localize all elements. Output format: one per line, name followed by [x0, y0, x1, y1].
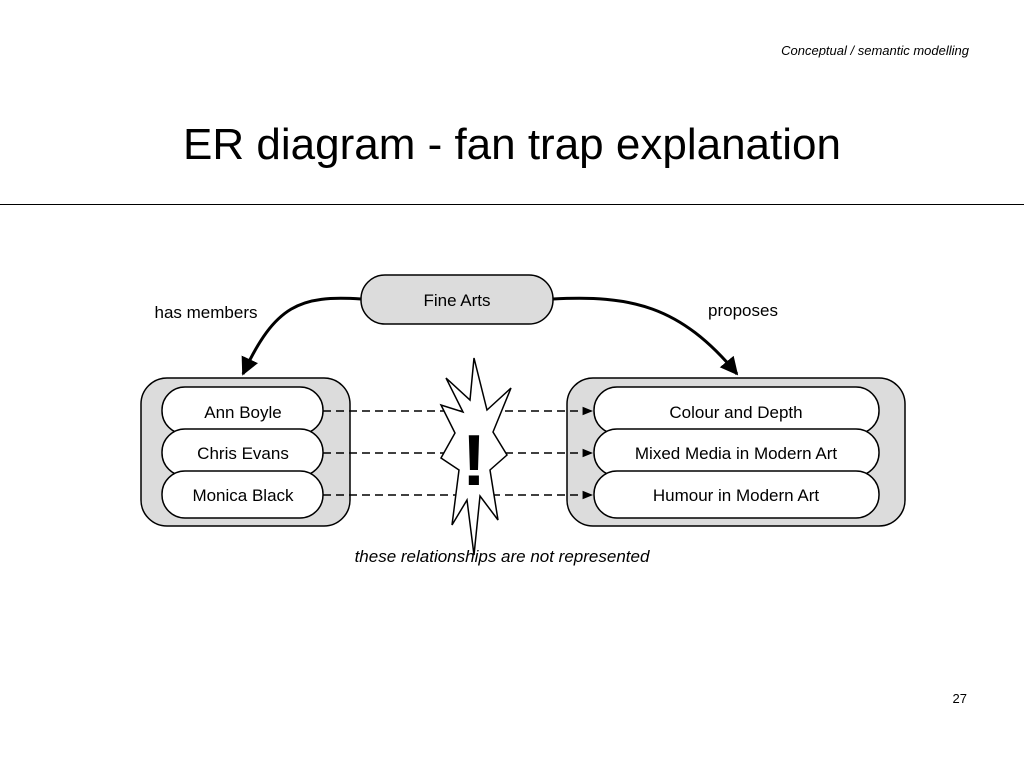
page-number: 27	[952, 691, 967, 706]
proposes-label: proposes	[708, 301, 778, 320]
has-members-arrow	[241, 296, 362, 376]
exclamation-mark: !	[462, 421, 486, 501]
proposal-occurrence: Humour in Modern Art	[593, 470, 880, 519]
fine-arts-entity: Fine Arts	[360, 274, 554, 325]
title-divider	[0, 204, 1024, 205]
members-entity: Ann Boyle Chris Evans Monica Black	[140, 377, 351, 527]
fine-arts-label: Fine Arts	[423, 291, 490, 310]
proposal-occurrence: Colour and Depth	[593, 386, 880, 435]
slide-title: ER diagram - fan trap explanation	[183, 120, 841, 169]
section-label: Conceptual / semantic modelling	[781, 43, 969, 58]
proposal-occurrence: Mixed Media in Modern Art	[593, 428, 880, 477]
member-occurrence: Monica Black	[161, 470, 324, 519]
member-name: Chris Evans	[197, 444, 289, 463]
proposes-arrow	[552, 296, 739, 376]
proposal-title: Mixed Media in Modern Art	[635, 444, 837, 463]
member-occurrence: Chris Evans	[161, 428, 324, 477]
member-occurrence: Ann Boyle	[161, 386, 324, 435]
proposal-title: Humour in Modern Art	[653, 486, 820, 505]
has-members-label: has members	[155, 303, 258, 322]
proposals-entity: Colour and Depth Mixed Media in Modern A…	[566, 377, 906, 527]
proposal-title: Colour and Depth	[669, 403, 802, 422]
diagram-caption: these relationships are not represented	[355, 547, 650, 566]
member-name: Monica Black	[192, 486, 294, 505]
warning-starburst-icon: !	[439, 357, 512, 556]
member-name: Ann Boyle	[204, 403, 282, 422]
